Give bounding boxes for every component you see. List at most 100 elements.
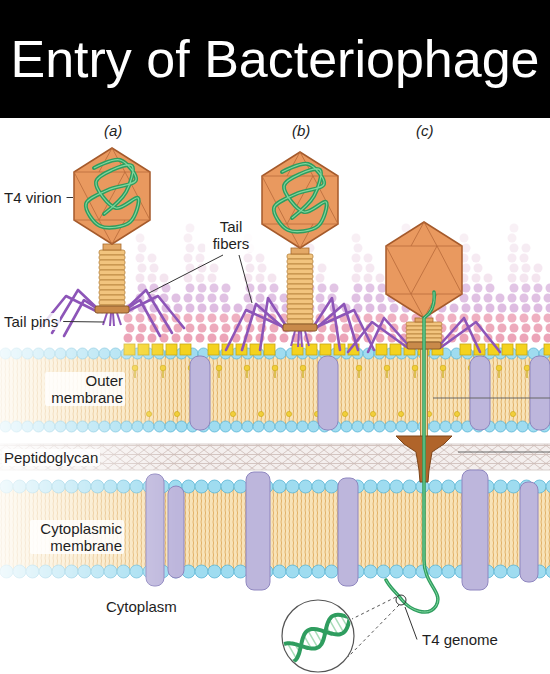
outer-membrane-part — [530, 356, 550, 430]
lps-chains-part — [160, 274, 169, 283]
lps-chains-part — [522, 324, 531, 333]
lps-chains-part — [258, 284, 267, 293]
injected-dna-part — [396, 595, 406, 605]
lps-chains-part — [150, 284, 159, 293]
outer-membrane-part — [22, 421, 33, 432]
lps-chains-part — [162, 284, 171, 293]
cytoplasmic-membrane-part — [299, 480, 312, 493]
lps-chains-part — [364, 274, 373, 283]
cytoplasmic-membrane-part — [429, 480, 442, 493]
outer-membrane-part — [242, 421, 253, 432]
t4-phage-part — [110, 313, 111, 326]
lps-chains-part — [532, 314, 541, 323]
lps-chains-part — [486, 324, 495, 333]
outer-membrane-part — [208, 344, 219, 355]
lps-chains-part — [318, 264, 327, 273]
lps-chains-part — [174, 304, 183, 313]
t4-phage-part — [99, 275, 125, 280]
outer-membrane-part — [216, 365, 222, 371]
outer-membrane-part — [524, 365, 530, 371]
lps-chains-part — [546, 324, 550, 333]
cytoplasmic-membrane-part — [312, 480, 325, 493]
cytoplasmic-membrane — [0, 470, 550, 590]
t4-phage-part — [99, 220, 125, 244]
lps-chains-part — [124, 334, 133, 343]
cytoplasmic-membrane-part — [104, 565, 117, 578]
t4-phage-part — [287, 294, 313, 299]
cytoplasmic-membrane-part — [195, 480, 208, 493]
outer-membrane-part — [451, 421, 462, 432]
t4-phage-part — [74, 172, 150, 220]
outer-membrane-part — [66, 421, 77, 432]
lps-chains-part — [544, 314, 550, 323]
cytoplasmic-membrane-part — [338, 478, 358, 586]
outer-membrane-part — [220, 421, 231, 432]
cytoplasmic-membrane-part — [65, 480, 78, 493]
lps-chains-part — [546, 304, 550, 313]
lps-chains-part — [532, 274, 541, 283]
cytoplasmic-membrane-part — [403, 480, 416, 493]
lps-chains-part — [484, 274, 493, 283]
lps-chains-part — [462, 244, 471, 253]
outer-membrane-part — [510, 411, 515, 416]
lps-chains-part — [546, 284, 550, 293]
lps-chains-part — [534, 324, 543, 333]
lps-chains-part — [316, 294, 325, 303]
injected-dna — [386, 292, 438, 612]
cytoplasmic-membrane-part — [546, 565, 550, 578]
outer-membrane-part — [429, 421, 440, 432]
lps-chains-part — [198, 264, 207, 273]
cytoplasmic-membrane-part — [234, 480, 247, 493]
lps-chains-part — [520, 294, 529, 303]
lps-chains-part — [354, 264, 363, 273]
t4-phage-part — [274, 164, 327, 232]
lps-chains-part — [510, 284, 519, 293]
t4-phage-part — [287, 319, 313, 324]
outer-membrane-part — [55, 421, 66, 432]
dna-zoom-part-part-part — [279, 652, 285, 663]
cytoplasmic-membrane-part — [390, 565, 403, 578]
dna-zoom-part-part-part — [271, 603, 364, 668]
lps-chains-part — [198, 284, 207, 293]
lps-chains-part — [508, 334, 517, 343]
cytoplasmic-membrane-part — [390, 480, 403, 493]
lps-chains-part — [186, 324, 195, 333]
part-label: Tail fibers — [205, 218, 257, 252]
lps-chains-part — [256, 294, 265, 303]
lps-chains-part — [184, 234, 193, 243]
peptidoglycan-layer-part — [0, 444, 550, 445]
lps-chains-part — [366, 264, 375, 273]
lps-chains-part — [474, 284, 483, 293]
leader-line — [63, 198, 417, 640]
lps-chains-part — [462, 284, 471, 293]
outer-membrane-part — [190, 356, 210, 430]
outer-membrane-part — [138, 344, 149, 355]
outer-membrane-part — [253, 421, 264, 432]
cytoplasmic-membrane-part — [246, 472, 270, 590]
lps-chains-part — [352, 254, 361, 263]
lps-chains-part — [352, 294, 361, 303]
cytoplasmic-membrane-part — [507, 480, 520, 493]
dna — [274, 164, 327, 232]
outer-membrane-part — [121, 421, 132, 432]
t4-phage-part — [283, 324, 317, 331]
lps-chains-part — [462, 264, 471, 273]
outer-membrane-part — [306, 344, 317, 355]
outer-membrane-part — [320, 344, 331, 355]
lps-chains-part — [364, 294, 373, 303]
lps-chains-part — [354, 244, 363, 253]
outer-membrane-part — [496, 365, 502, 371]
lps-chains-part — [354, 284, 363, 293]
outer-membrane-part — [22, 348, 33, 359]
t4-phage-part — [99, 255, 125, 260]
outer-membrane-part — [77, 348, 88, 359]
outer-membrane-part — [286, 421, 297, 432]
lps-chains-part — [522, 264, 531, 273]
lps-chains-part — [474, 264, 483, 273]
lps-chains-part — [186, 264, 195, 273]
outer-membrane-part — [33, 421, 44, 432]
lps-chains-part — [496, 334, 505, 343]
lps-chains-part — [280, 334, 289, 343]
outer-membrane-part — [132, 421, 143, 432]
outer-membrane-part — [230, 411, 235, 416]
